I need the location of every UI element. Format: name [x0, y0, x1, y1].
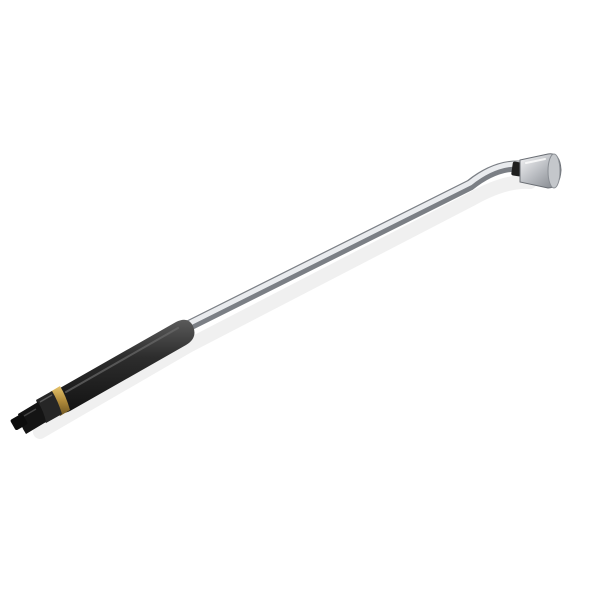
wand-shadow [33, 174, 537, 439]
aluminum-shaft [174, 160, 526, 336]
hose-connector [10, 402, 46, 434]
spray-head [511, 153, 562, 189]
foam-grip [51, 319, 195, 413]
brass-ring [50, 386, 70, 416]
